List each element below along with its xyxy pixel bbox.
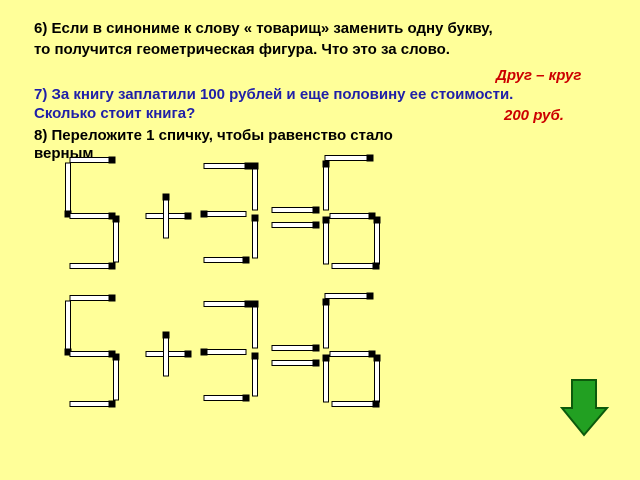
match-head <box>312 206 320 214</box>
matchstick-6-top[interactable] <box>324 155 371 161</box>
matchstick-3-top[interactable] <box>203 301 249 307</box>
matchstick-3-lower-right[interactable] <box>252 355 258 397</box>
match-head <box>200 348 208 356</box>
matchstick-6-bottom[interactable] <box>331 401 377 407</box>
match-head <box>112 353 120 361</box>
match-head <box>200 210 208 218</box>
matchstick-equals-bottom[interactable] <box>271 360 317 366</box>
matchstick-6-middle[interactable] <box>329 351 373 357</box>
match-head <box>184 350 192 358</box>
puzzle7-line1: 7) За книгу заплатили 100 рублей и еще п… <box>34 86 514 103</box>
matchstick-plus-vertical[interactable] <box>163 334 169 377</box>
puzzle6-answer: Друг – круг <box>496 67 582 84</box>
puzzle7-answer: 200 руб. <box>504 107 564 124</box>
matchstick-3-bottom[interactable] <box>203 257 247 263</box>
match-head <box>242 394 250 402</box>
matchstick-equals-top[interactable] <box>271 345 317 351</box>
match-head <box>322 216 330 224</box>
match-head <box>162 331 170 339</box>
match-head <box>368 350 376 358</box>
match-head <box>322 298 330 306</box>
matchstick-3-lower-right[interactable] <box>252 217 258 259</box>
match-head <box>373 354 381 362</box>
matchstick-5-upper-left[interactable] <box>65 162 71 215</box>
matchstick-equation-2 <box>64 292 381 408</box>
match-head <box>366 292 374 300</box>
match-head <box>322 160 330 168</box>
matchstick-6-upper-left[interactable] <box>323 163 329 211</box>
matchstick-6-upper-left[interactable] <box>323 301 329 349</box>
matchstick-plus-vertical[interactable] <box>163 196 169 239</box>
match-head <box>373 216 381 224</box>
match-head <box>251 162 259 170</box>
matchstick-6-lower-left[interactable] <box>323 219 329 265</box>
match-head <box>251 214 259 222</box>
matchstick-6-middle[interactable] <box>329 213 373 219</box>
matchstick-6-lower-right[interactable] <box>374 357 380 403</box>
matchstick-6-lower-left[interactable] <box>323 357 329 403</box>
match-head <box>108 156 116 164</box>
matchstick-6-lower-right[interactable] <box>374 219 380 265</box>
puzzle7-line2: Сколько стоит книга? <box>34 105 196 122</box>
match-head <box>108 262 116 270</box>
match-head <box>108 212 116 220</box>
matchstick-3-upper-right[interactable] <box>252 303 258 349</box>
match-head <box>312 221 320 229</box>
match-head <box>108 400 116 408</box>
match-head <box>108 294 116 302</box>
match-head <box>372 262 380 270</box>
matchstick-5-lower-right[interactable] <box>113 218 119 263</box>
matchstick-3-top[interactable] <box>203 163 249 169</box>
down-arrow-icon[interactable] <box>560 378 610 438</box>
match-head <box>162 193 170 201</box>
matchstick-5-bottom[interactable] <box>69 263 113 269</box>
matchstick-5-top[interactable] <box>69 295 113 301</box>
puzzle6-line2: то получится геометрическая фигура. Что … <box>34 41 450 58</box>
matchstick-5-top[interactable] <box>69 157 113 163</box>
match-head <box>244 300 252 308</box>
puzzle8-line1: 8) Переложите 1 спичку, чтобы равенство … <box>34 127 393 144</box>
matchstick-3-bottom[interactable] <box>203 395 247 401</box>
match-head <box>64 210 72 218</box>
matchstick-equals-top[interactable] <box>271 207 317 213</box>
matchstick-5-middle[interactable] <box>69 351 113 357</box>
matchstick-5-lower-right[interactable] <box>113 356 119 401</box>
match-head <box>322 354 330 362</box>
match-head <box>108 350 116 358</box>
match-head <box>312 359 320 367</box>
matchstick-5-bottom[interactable] <box>69 401 113 407</box>
matchstick-equation-1 <box>64 154 381 270</box>
match-head <box>366 154 374 162</box>
matchstick-5-upper-left[interactable] <box>65 300 71 353</box>
match-head <box>372 400 380 408</box>
matchstick-5-middle[interactable] <box>69 213 113 219</box>
match-head <box>244 162 252 170</box>
matchstick-6-bottom[interactable] <box>331 263 377 269</box>
matchstick-3-upper-right[interactable] <box>252 165 258 211</box>
match-head <box>312 344 320 352</box>
match-head <box>251 352 259 360</box>
matchstick-equals-bottom[interactable] <box>271 222 317 228</box>
match-head <box>64 348 72 356</box>
match-head <box>112 215 120 223</box>
match-head <box>242 256 250 264</box>
match-head <box>251 300 259 308</box>
match-head <box>184 212 192 220</box>
puzzle6-line1: 6) Если в синониме к слову « товарищ» за… <box>34 20 493 37</box>
matchstick-3-middle[interactable] <box>203 211 247 217</box>
matchstick-6-top[interactable] <box>324 293 371 299</box>
matchstick-3-middle[interactable] <box>203 349 247 355</box>
match-head <box>368 212 376 220</box>
